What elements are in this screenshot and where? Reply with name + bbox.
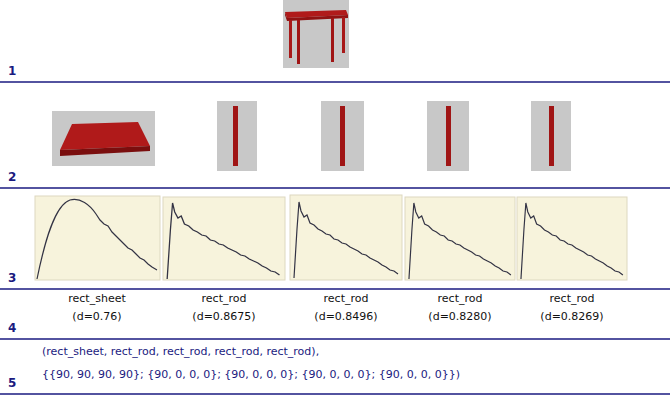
- row-separator: [0, 82, 670, 394]
- table-model: [283, 0, 349, 68]
- angle-sets: {{90, 90, 90, 90}; {90, 0, 0, 0}; {90, 0…: [42, 368, 460, 381]
- distance-value: (d=0.76): [72, 310, 121, 323]
- part-type: rect_rod: [324, 292, 369, 305]
- row-number: 2: [8, 170, 16, 184]
- part-type: rect_rod: [550, 292, 595, 305]
- distance-value: (d=0.8675): [192, 310, 255, 323]
- part-type: rect_rod: [202, 292, 247, 305]
- part-type: rect_sheet: [68, 292, 125, 305]
- row-number: 4: [8, 321, 16, 335]
- shape-distribution-plot: [35, 195, 627, 280]
- part-sequence: (rect_sheet, rect_rod, rect_rod, rect_ro…: [42, 345, 319, 358]
- row-number: 5: [8, 376, 16, 390]
- part-sheet: [52, 111, 155, 166]
- distance-value: (d=0.8280): [428, 310, 491, 323]
- distance-value: (d=0.8496): [314, 310, 377, 323]
- part-rod: [217, 101, 571, 171]
- part-type: rect_rod: [438, 292, 483, 305]
- row-number: 1: [8, 64, 16, 78]
- distance-value: (d=0.8269): [540, 310, 603, 323]
- row-number: 3: [8, 271, 16, 285]
